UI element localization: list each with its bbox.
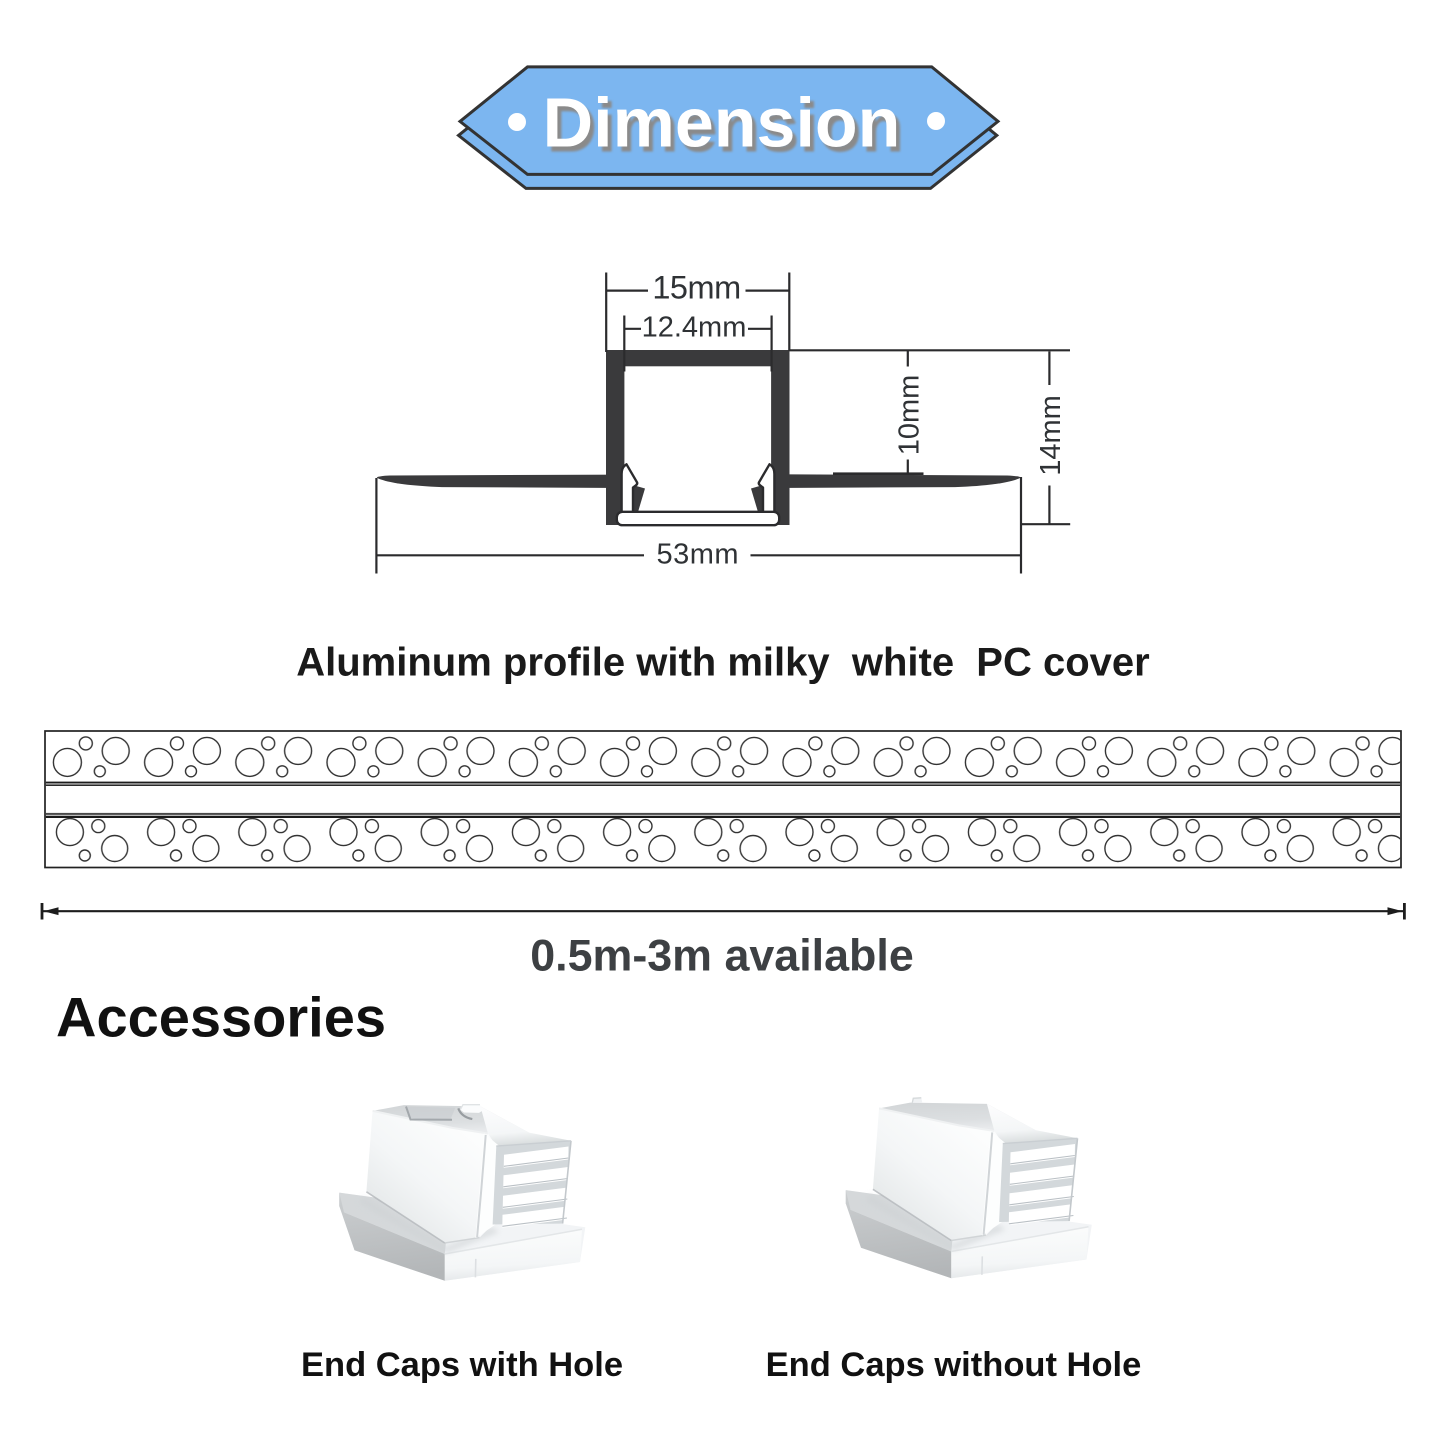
svg-text:15mm: 15mm [652, 270, 740, 306]
svg-text:Accessories: Accessories [56, 986, 386, 1049]
svg-text:Aluminum profile with milky w: Aluminum profile with milky white PC cov… [296, 640, 1149, 684]
svg-text:12.4mm: 12.4mm [642, 311, 747, 343]
svg-text:Dimension: Dimension [543, 83, 901, 161]
svg-text:Dimension: Dimension [547, 88, 905, 166]
svg-text:0.5m-3m available: 0.5m-3m available [530, 931, 914, 981]
svg-text:14mm: 14mm [1035, 395, 1067, 476]
svg-text:End Caps without Hole: End Caps without Hole [766, 1346, 1142, 1384]
svg-text:53mm: 53mm [657, 539, 740, 571]
svg-text:10mm: 10mm [893, 375, 925, 456]
svg-text:End Caps with Hole: End Caps with Hole [301, 1346, 623, 1384]
